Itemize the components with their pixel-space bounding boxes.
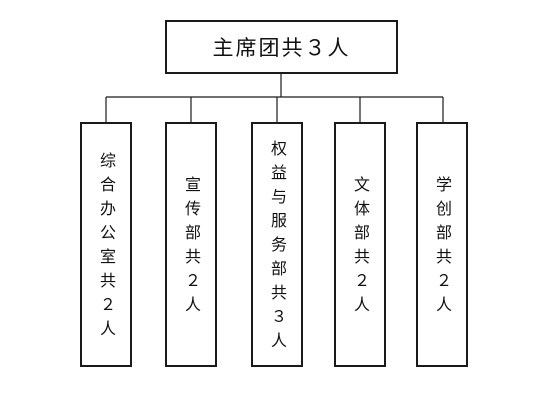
rights-service-dept-label: 权益与服务部共３人	[268, 140, 287, 356]
general-office-label: 综合办公室共２人	[97, 152, 116, 344]
publicity-dept-node: 宣传部共２人	[165, 122, 217, 367]
rights-service-dept-node: 权益与服务部共３人	[251, 122, 303, 367]
publicity-dept-label: 宣传部共２人	[182, 176, 201, 320]
general-office-node: 综合办公室共２人	[80, 122, 132, 367]
learning-innovation-dept-label: 学创部共２人	[433, 176, 452, 320]
learning-innovation-dept-node: 学创部共２人	[416, 122, 468, 367]
culture-sports-dept-label: 文体部共２人	[351, 176, 370, 320]
presidium-node: 主席团共３人	[165, 20, 398, 74]
culture-sports-dept-node: 文体部共２人	[334, 122, 386, 367]
presidium-label: 主席团共３人	[212, 36, 351, 60]
